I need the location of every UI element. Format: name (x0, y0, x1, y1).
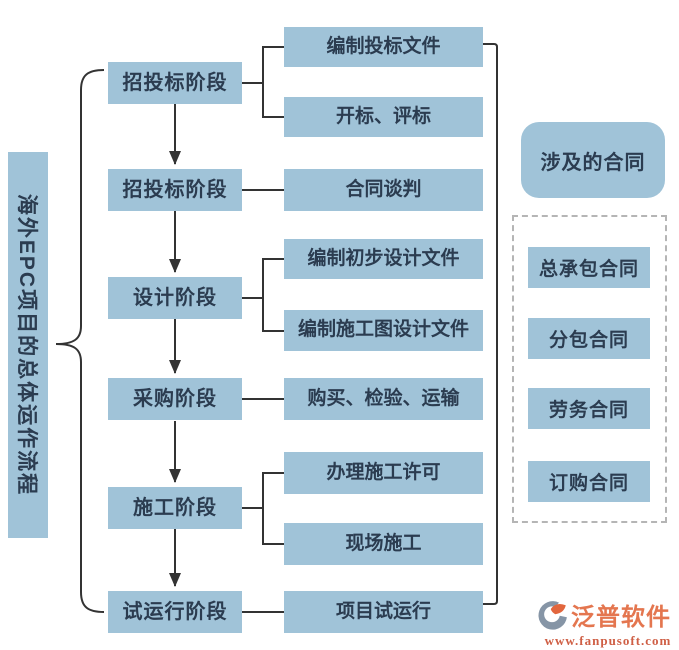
side-caption-text: 海外EPC项目的总体运作流程 (15, 193, 38, 497)
stage-node-procurement: 采购阶段 (108, 378, 242, 420)
watermark-url: www.fanpusoft.com (544, 633, 672, 648)
branch-stage1 (242, 46, 284, 118)
detail-node: 开标、评标 (284, 97, 483, 137)
detail-node: 项目试运行 (284, 591, 483, 633)
side-caption: 海外EPC项目的总体运作流程 (8, 152, 48, 538)
stage-node-bidding-1: 招投标阶段 (108, 62, 242, 104)
stage-node-construction: 施工阶段 (108, 487, 242, 529)
detail-node: 购买、检验、运输 (284, 378, 483, 420)
detail-node: 合同谈判 (284, 169, 483, 211)
watermark-brand-text: 泛普软件 (571, 604, 671, 631)
stage-node-trial-run: 试运行阶段 (108, 591, 242, 633)
detail-node: 编制投标文件 (284, 27, 483, 67)
detail-node: 办理施工许可 (284, 452, 483, 494)
stage-node-design: 设计阶段 (108, 277, 242, 319)
contracts-panel-title: 涉及的合同 (521, 122, 665, 198)
watermark-logo: 泛普软件 www.fanpusoft.com (538, 597, 678, 649)
detail-node: 编制初步设计文件 (284, 239, 483, 279)
detail-node: 现场施工 (284, 523, 483, 565)
contract-item: 总承包合同 (528, 247, 650, 288)
fanpu-logo-icon (538, 600, 568, 630)
loop-connector (481, 43, 498, 605)
branch-stage3 (242, 258, 284, 332)
contract-item: 劳务合同 (528, 388, 650, 429)
detail-node: 编制施工图设计文件 (284, 310, 483, 351)
contract-item: 订购合同 (528, 461, 650, 502)
contract-item: 分包合同 (528, 318, 650, 359)
branch-stage5 (242, 472, 284, 545)
stage-node-bidding-2: 招投标阶段 (108, 169, 242, 211)
brace-bracket (55, 69, 105, 613)
contracts-panel: 总承包合同 分包合同 劳务合同 订购合同 (512, 215, 667, 523)
